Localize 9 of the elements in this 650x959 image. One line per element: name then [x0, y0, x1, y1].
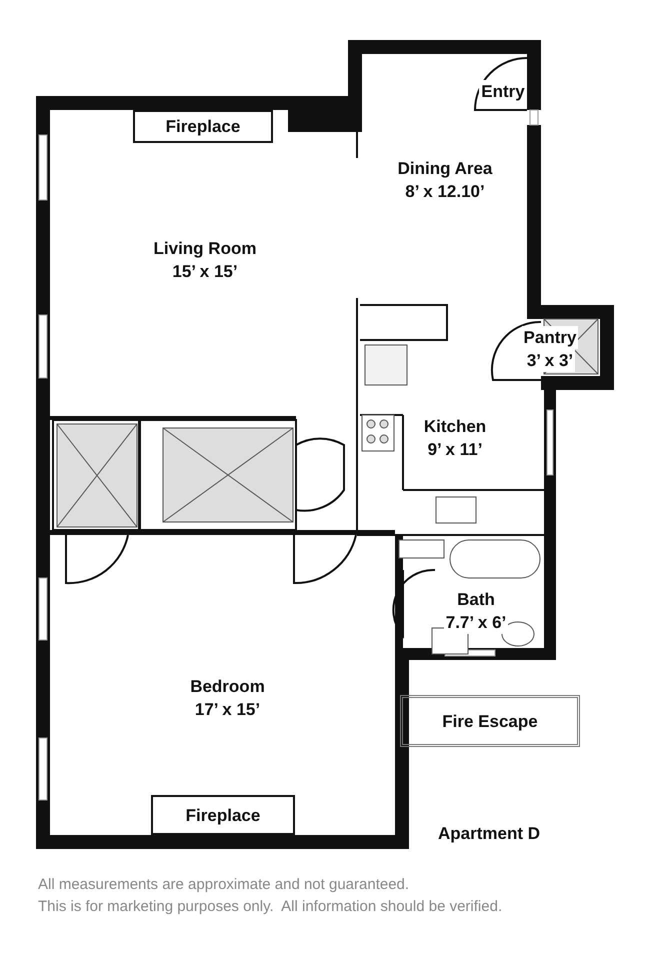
room-dimensions: 3’ x 3’ — [524, 349, 576, 372]
disclaimer-text: This is for marketing purposes only. All information should be verified. — [38, 898, 502, 915]
room-name: Pantry — [522, 326, 578, 349]
fire-escape-platform — [400, 695, 580, 747]
fireplace-hearth — [151, 795, 295, 835]
disclaimer-text: All measurements are approximate and not guaranteed. — [38, 876, 410, 893]
unit-label: Apartment D — [438, 824, 540, 844]
fireplace-hearth — [133, 110, 273, 143]
room-name: Entry — [479, 80, 527, 102]
